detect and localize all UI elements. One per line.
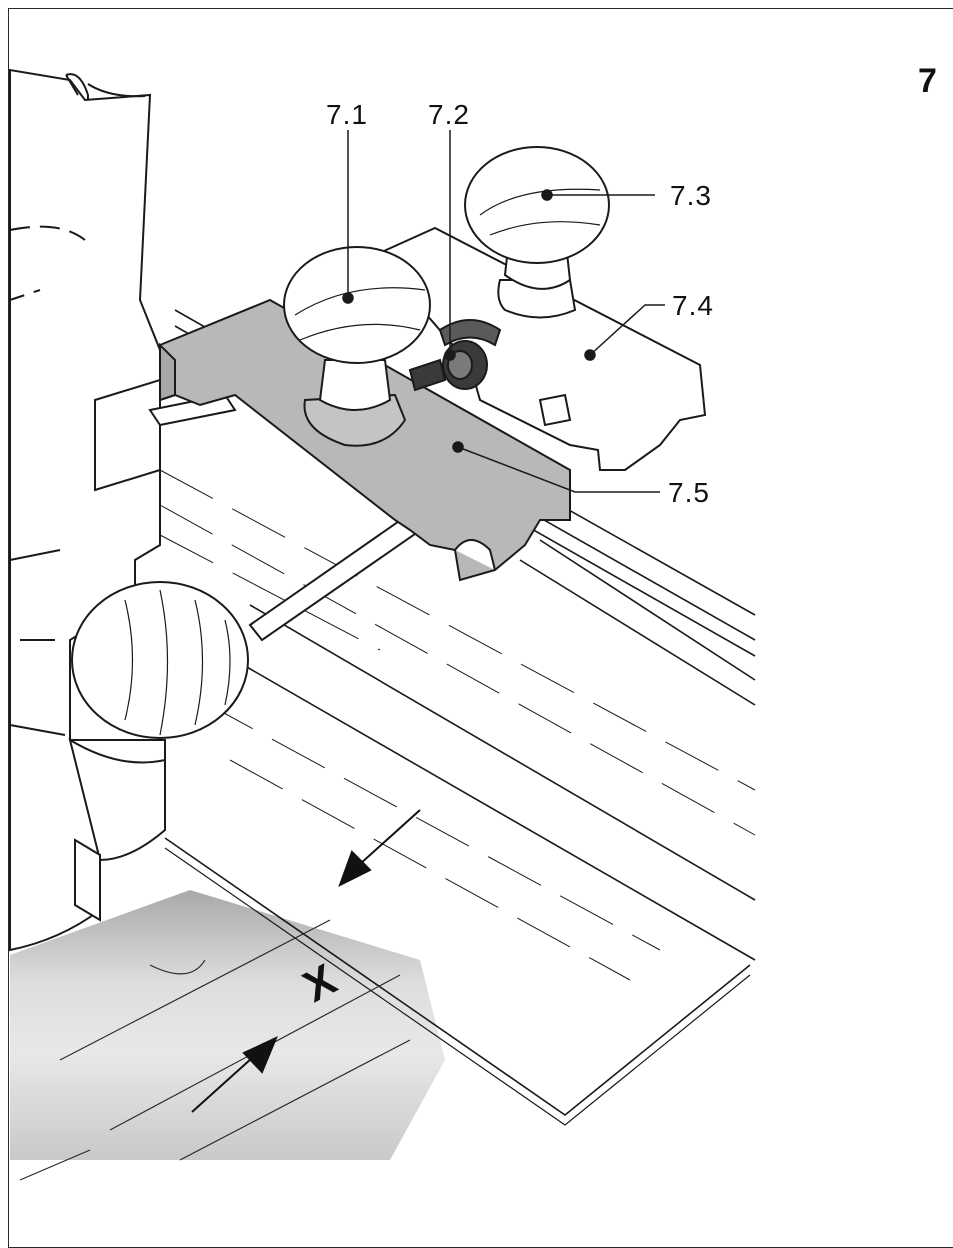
workpiece <box>10 890 445 1181</box>
label-7-4: 7.4 <box>672 290 714 321</box>
label-7-3: 7.3 <box>670 180 712 211</box>
knob-7-1 <box>283 246 431 447</box>
figure-illustration: 7 <box>9 62 937 1181</box>
label-7-5: 7.5 <box>668 477 710 508</box>
fence-block <box>373 226 707 471</box>
dimension-arrows <box>191 809 421 1113</box>
label-7-1: 7.1 <box>326 99 368 130</box>
label-7-2: 7.2 <box>428 99 470 130</box>
leader-lines <box>342 130 665 493</box>
router-knob <box>71 581 249 739</box>
knob-7-3 <box>464 146 610 319</box>
figure-number: 7 <box>918 62 937 100</box>
router-body <box>9 68 166 952</box>
